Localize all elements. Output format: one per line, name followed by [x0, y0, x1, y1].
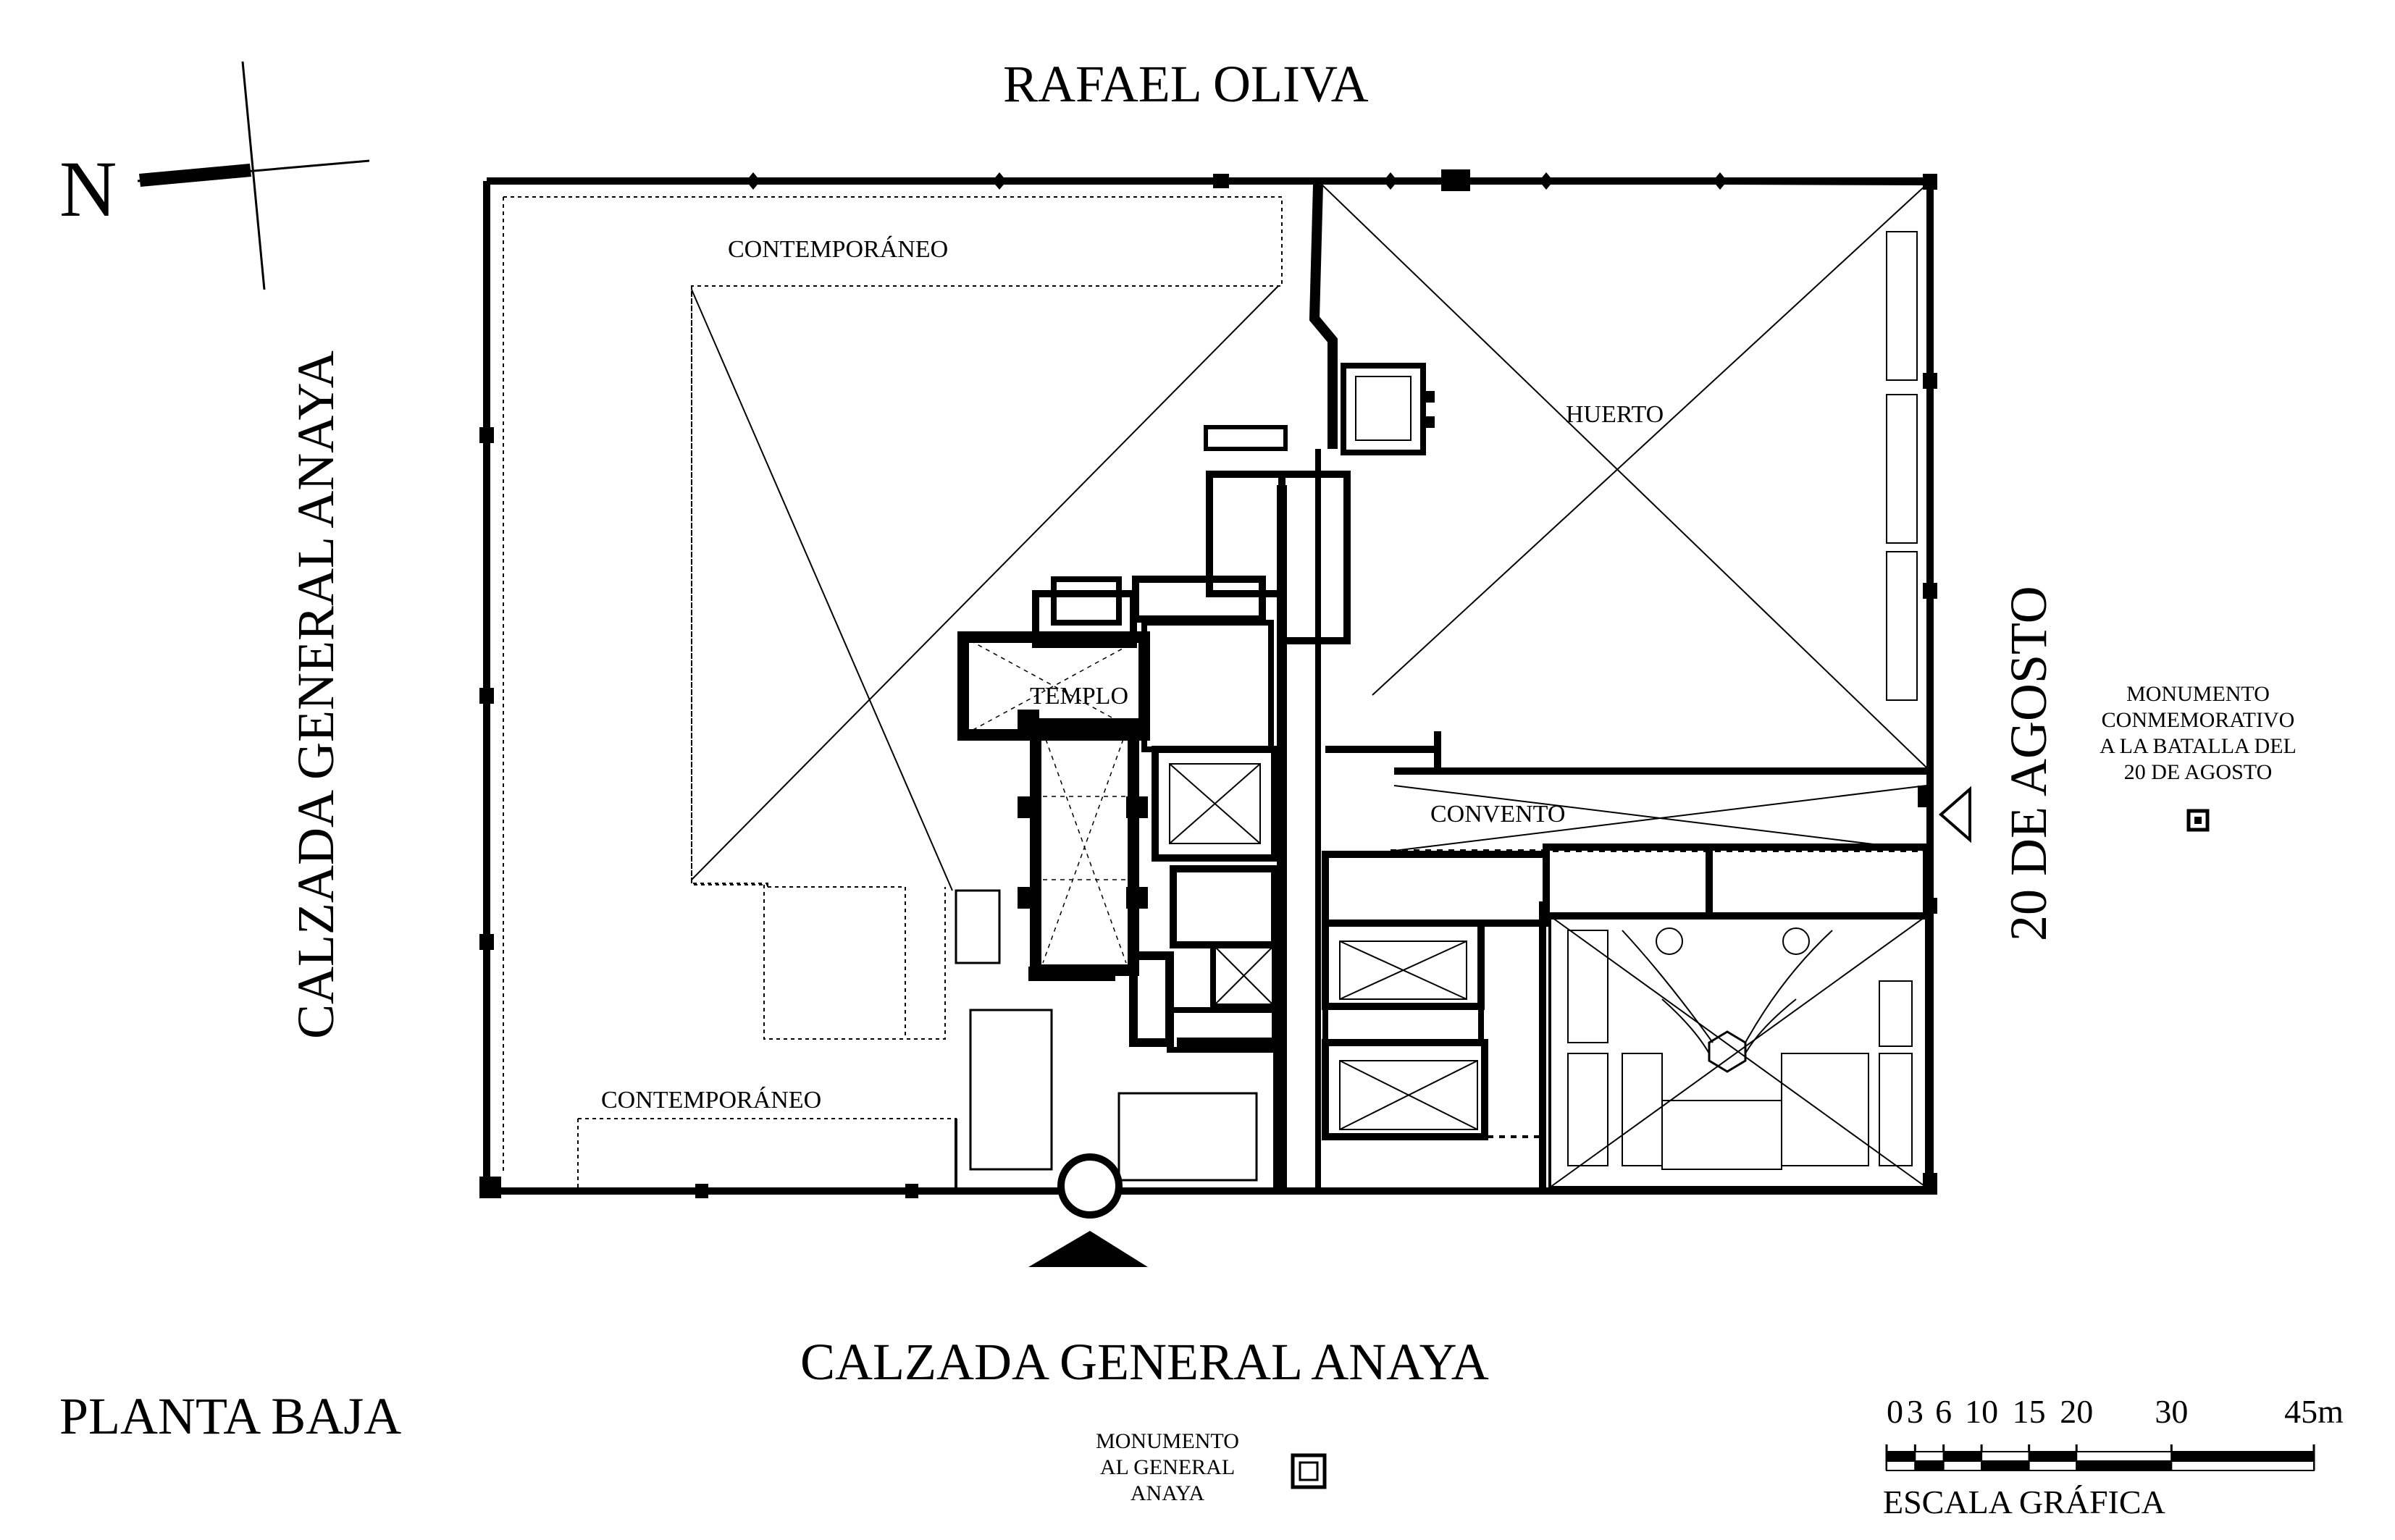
- main-walls: [955, 449, 1321, 1191]
- zone-huerto: HUERTO: [1566, 401, 1664, 428]
- scale-tick-label: 15: [2013, 1393, 2046, 1430]
- scale-segment-top: [2028, 1451, 2078, 1462]
- zone-templo: TEMPLO: [1030, 683, 1128, 710]
- scale-bar-label: ESCALA GRÁFICA: [1883, 1484, 2165, 1520]
- plan-title: PLANTA BAJA: [59, 1387, 401, 1445]
- scale-segment-top: [2170, 1451, 2315, 1462]
- south-entrance-arrow: [1028, 1231, 1148, 1267]
- scale-segment-bottom: [1942, 1460, 1983, 1471]
- street-north-label: RAFAEL OLIVA: [1003, 55, 1369, 113]
- scale-segment-top: [1981, 1451, 2030, 1462]
- monument-anaya-line1: MONUMENTO: [1096, 1429, 1239, 1453]
- north-label: N: [59, 145, 117, 233]
- convento-building: [1322, 731, 1930, 1191]
- contemporaneo-diagonals: [691, 285, 1279, 891]
- zone-contemporaneo-bottom: CONTEMPORÁNEO: [601, 1087, 821, 1114]
- scale-tick-label: 0: [1887, 1393, 1903, 1430]
- scale-tick-label: 30: [2155, 1393, 2188, 1430]
- monument-anaya: MONUMENTO AL GENERAL ANAYA: [1096, 1429, 1327, 1505]
- scale-tick-label: 45m: [2284, 1393, 2344, 1430]
- scale-segment-bottom: [1914, 1460, 1945, 1471]
- site-boundary: [479, 169, 1937, 1198]
- street-east-label: 20 DE AGOSTO: [2000, 586, 2058, 941]
- monument-anaya-line2: AL GENERAL: [1100, 1455, 1235, 1479]
- monument-batalla-line3: A LA BATALLA DEL: [2100, 734, 2297, 758]
- scale-segment-top: [2076, 1451, 2173, 1462]
- scale-segment-bottom: [1886, 1460, 1916, 1471]
- scale-segment-bottom: [2170, 1460, 2315, 1471]
- tower-building: [1341, 363, 1435, 455]
- scale-segment-top: [1914, 1451, 1945, 1462]
- monument-batalla-line1: MONUMENTO: [2126, 682, 2270, 706]
- monument-batalla-line2: CONMEMORATIVO: [2102, 708, 2295, 732]
- scale-tick-label: 10: [1965, 1393, 1998, 1430]
- monument-batalla-marker: [2186, 809, 2210, 832]
- scale-segment-top: [1886, 1451, 1916, 1462]
- boundary-posts: [479, 169, 1937, 1198]
- huerto-area: [1303, 180, 1931, 775]
- contemporaneo-area: [503, 196, 1283, 1191]
- north-arrow: N: [59, 61, 370, 290]
- scale-segment-top: [1942, 1451, 1983, 1462]
- monument-batalla-line4: 20 DE AGOSTO: [2124, 760, 2272, 784]
- street-west-label: CALZADA GENERAL ANAYA: [287, 350, 345, 1039]
- monument-batalla: MONUMENTO CONMEMORATIVO A LA BATALLA DEL…: [2100, 682, 2297, 832]
- street-south-label: CALZADA GENERAL ANAYA: [800, 1333, 1489, 1391]
- scale-segment-bottom: [1981, 1460, 2030, 1471]
- garden-patio: [1548, 914, 1928, 1189]
- zone-contemporaneo-top: CONTEMPORÁNEO: [728, 236, 948, 263]
- entrance-yard: [955, 889, 1258, 1219]
- scale-tick-label: 20: [2060, 1393, 2093, 1430]
- zone-convento: CONVENTO: [1430, 801, 1565, 828]
- east-entrance-arrow: [1918, 786, 1971, 843]
- scale-segment-bottom: [2076, 1460, 2173, 1471]
- scale-tick-label: 3: [1907, 1393, 1924, 1430]
- scale-segment-bottom: [2028, 1460, 2078, 1471]
- monument-anaya-line3: ANAYA: [1131, 1481, 1205, 1505]
- templo-building: [957, 576, 1266, 1047]
- monument-anaya-marker: [1291, 1453, 1327, 1489]
- scale-tick-label: 6: [1935, 1393, 1952, 1430]
